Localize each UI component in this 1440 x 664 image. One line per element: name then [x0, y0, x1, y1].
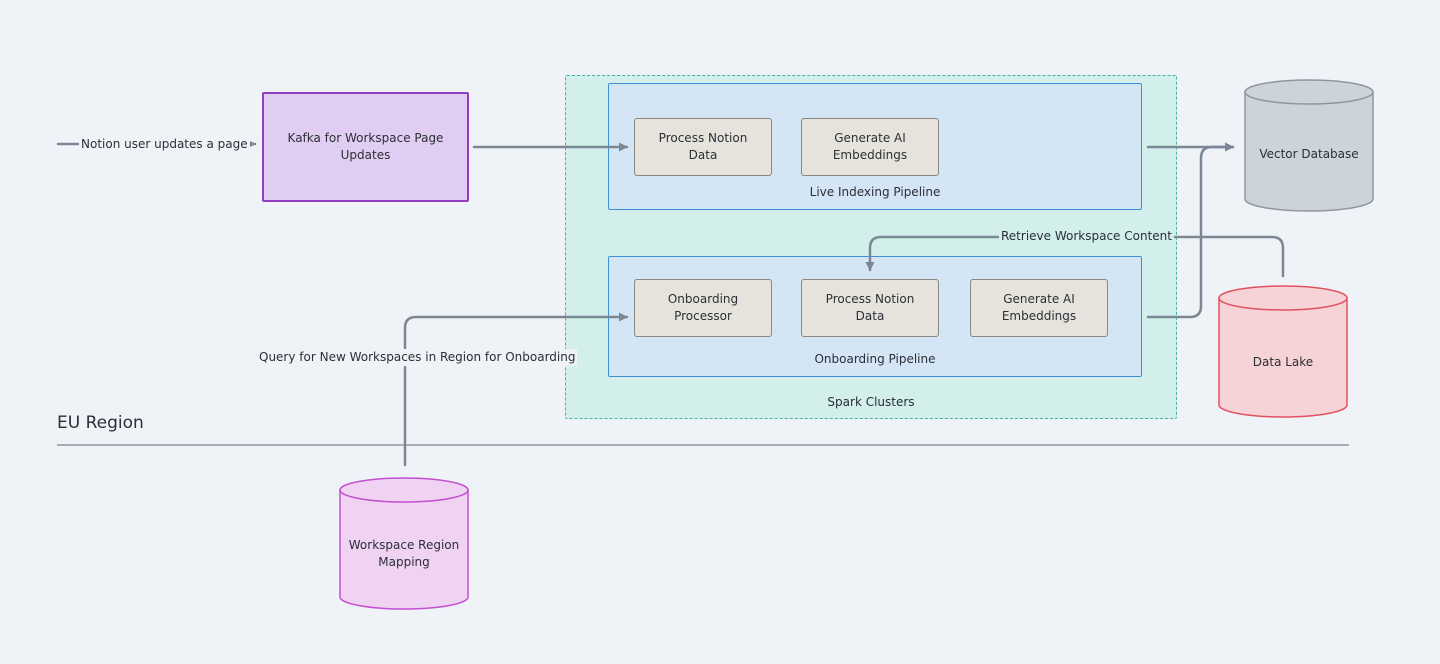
- live-generate-ai-embeddings: Generate AI Embeddings: [801, 118, 939, 176]
- workspace-region-mapping-label: Workspace Region Mapping: [348, 538, 460, 569]
- edge-query-upper: [403, 312, 629, 350]
- onboarding-process-notion-data: Process Notion Data: [801, 279, 939, 337]
- onboarding-pipeline-label: Onboarding Pipeline: [814, 352, 936, 366]
- edge-label-query-new-workspaces: Query for New Workspaces in Region for O…: [257, 349, 578, 366]
- spark-clusters-label: Spark Clusters: [827, 395, 915, 409]
- edge-data-lake-retrieve-left: [865, 235, 1002, 272]
- kafka-workspace-page-updates: Kafka for Workspace Page Updates: [262, 92, 469, 202]
- region-divider: [57, 444, 1349, 446]
- live-indexing-pipeline-label: Live Indexing Pipeline: [809, 185, 941, 199]
- data-lake-label: Data Lake: [1252, 354, 1314, 369]
- edge-label-user-update: Notion user updates a page: [79, 136, 250, 153]
- edge-onboarding-to-vector-db: [1146, 142, 1235, 319]
- region-title: EU Region: [57, 413, 144, 433]
- onboarding-processor: Onboarding Processor: [634, 279, 772, 337]
- data-lake-cylinder: [1218, 285, 1348, 418]
- edge-data-lake-retrieve-right: [1156, 235, 1285, 278]
- vector-database-label: Vector Database: [1259, 146, 1359, 161]
- onboarding-generate-ai-embeddings: Generate AI Embeddings: [970, 279, 1108, 337]
- workspace-region-mapping-cylinder: [339, 477, 469, 610]
- edge-label-retrieve-workspace-content: Retrieve Workspace Content: [999, 228, 1174, 245]
- vector-database-cylinder: [1244, 79, 1374, 212]
- live-process-notion-data: Process Notion Data: [634, 118, 772, 176]
